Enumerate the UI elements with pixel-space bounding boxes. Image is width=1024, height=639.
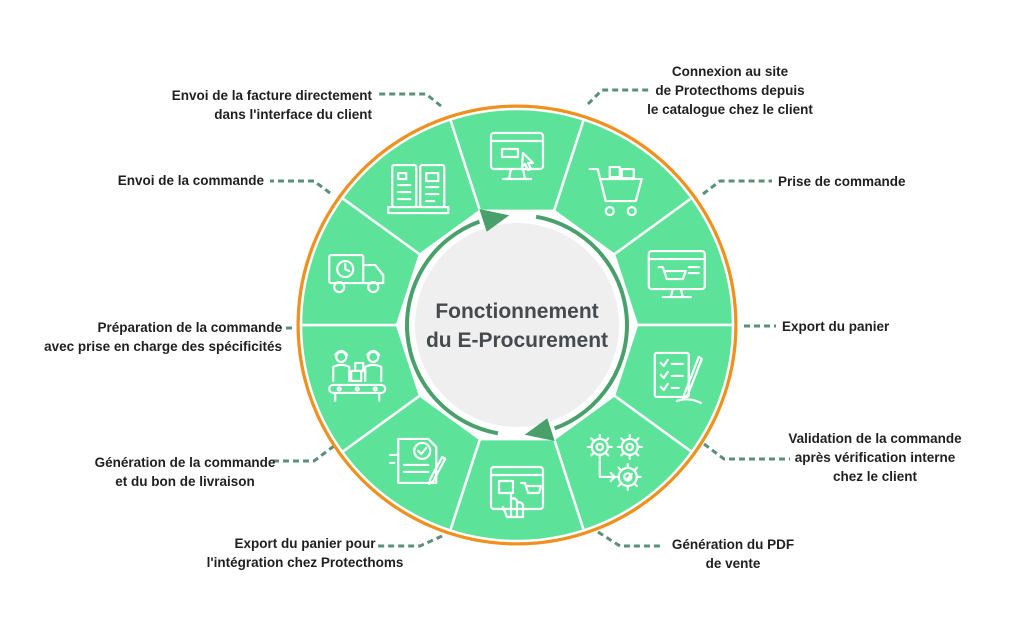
connector-line <box>586 88 650 106</box>
step-label-line: l'intégration chez Protecthoms <box>206 555 404 570</box>
step-label-1: Connexion au site de Protecthoms depuis le… <box>615 62 845 119</box>
step-label-line: Envoi de la facture directement <box>171 88 372 103</box>
step-icons <box>328 131 706 519</box>
step-label-line: Préparation de la commande <box>97 320 282 335</box>
center-title-line-1: Fonctionnement <box>435 300 598 323</box>
step-label-line: avec prise en charge des spécificités <box>44 339 282 354</box>
step-label-line: et du bon de livraison <box>115 474 255 489</box>
warehouse-workers-icon <box>328 349 387 403</box>
checklist-pen-icon <box>653 351 703 405</box>
center-circle <box>415 223 619 427</box>
connector-line <box>378 92 442 108</box>
step-label-2: Prise de commande <box>778 172 906 191</box>
center-title-line-2: du E-Procurement <box>426 329 608 352</box>
delivery-truck-icon <box>328 253 385 294</box>
connector-line <box>597 530 662 548</box>
step-label-line: le catalogue chez le client <box>647 102 813 117</box>
connector-line <box>703 442 790 461</box>
step-label-line: Génération du PDF <box>671 537 795 552</box>
step-label-line: de Protecthoms depuis <box>655 83 805 98</box>
browser-cursor-icon <box>489 131 545 181</box>
monitor-cart-icon <box>647 249 706 299</box>
connector-line <box>270 444 335 463</box>
step-label-line: Prise de commande <box>778 174 906 189</box>
outer-ring <box>296 104 738 546</box>
connector-line <box>378 534 443 548</box>
shopping-cart-icon <box>588 165 643 217</box>
step-label-line: Envoi de la commande <box>117 173 264 188</box>
step-label-line: Validation de la commande <box>788 431 962 446</box>
connector-line <box>702 179 772 196</box>
connector-lines <box>270 88 790 548</box>
step-label-4: Validation de la commande après vérificat… <box>780 429 970 486</box>
step-label-9: Envoi de la commande <box>118 171 264 190</box>
step-label-5: Génération du PDF de vente <box>668 535 798 573</box>
hand-cart-icon <box>489 465 545 519</box>
step-label-line: Connexion au site <box>671 64 789 79</box>
step-label-line: Génération de la commande <box>94 455 276 470</box>
step-label-line: Export du panier pour <box>234 536 376 551</box>
step-label-line: dans l'interface du client <box>214 107 372 122</box>
cycle-arc-right <box>535 214 629 431</box>
step-label-8: Préparation de la commande avec prise en … <box>44 318 282 356</box>
cycle-arrows <box>405 208 629 442</box>
cycle-arrowhead-bottom <box>524 418 555 442</box>
step-label-3: Export du panier <box>782 317 889 336</box>
cycle-arc-left <box>405 219 499 436</box>
step-label-6: Export du panier pour l'intégration chez … <box>185 534 425 572</box>
invoice-documents-icon <box>387 163 450 215</box>
connector-line <box>270 179 331 195</box>
step-label-line: Export du panier <box>782 319 890 334</box>
gears-icon <box>586 433 643 492</box>
step-label-line: chez le client <box>832 469 918 484</box>
cycle-arrowhead-top <box>479 208 510 232</box>
step-label-line: après vérification interne <box>794 450 956 465</box>
step-label-7: Génération de la commande et du bon de li… <box>60 453 310 491</box>
document-check-icon <box>389 437 447 486</box>
step-label-10: Envoi de la facture directement dans l'in… <box>172 86 372 124</box>
step-label-line: de vente <box>705 556 761 571</box>
ring-segment <box>340 117 482 257</box>
